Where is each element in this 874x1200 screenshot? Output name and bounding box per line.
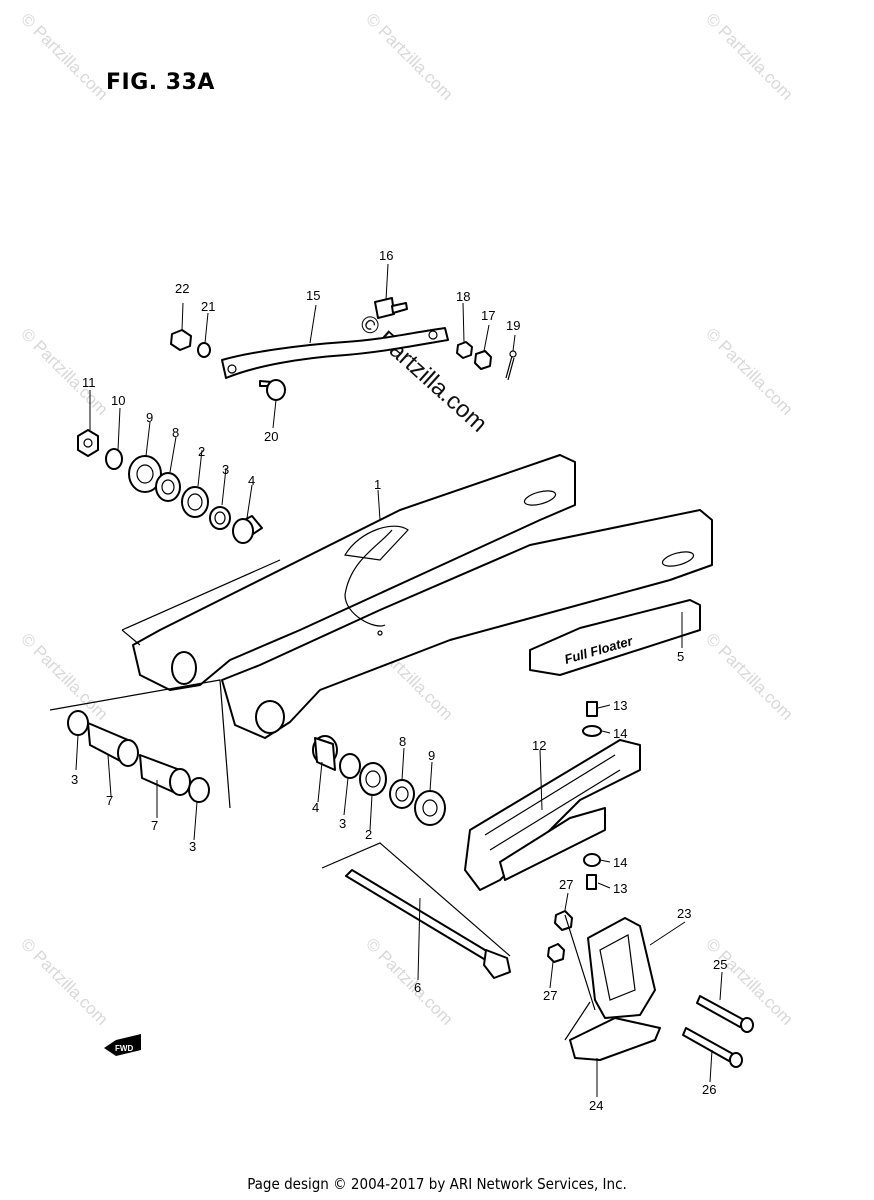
nut-11	[77, 429, 99, 457]
seal-3-left-lower-b	[188, 777, 210, 803]
nut-17	[474, 350, 492, 370]
forward-arrow-icon: FWD	[104, 1034, 141, 1056]
swingarm-1	[132, 454, 713, 739]
nut-14-lower	[583, 853, 601, 867]
callout-label: 27	[559, 877, 573, 892]
guide-23	[587, 917, 656, 1019]
callout-label: 12	[532, 738, 546, 753]
callout-label: 14	[613, 855, 627, 870]
seal-3-left-lower-a	[67, 710, 89, 736]
callout-label: 27	[543, 988, 557, 1003]
callout-label: 15	[306, 288, 320, 303]
nut-18	[456, 341, 473, 359]
callout-label: 7	[106, 793, 113, 808]
washer-10	[105, 448, 123, 470]
watermark: © Partzilla.com	[702, 9, 796, 103]
bearing-4-right	[312, 735, 338, 771]
figure-title: FIG. 33A	[106, 70, 215, 95]
callout-label: 21	[201, 299, 215, 314]
bolt-13-lower	[586, 874, 597, 890]
callout-label: 24	[589, 1098, 603, 1113]
watermark: © Partzilla.com	[702, 629, 796, 723]
callout-label: 14	[613, 726, 627, 741]
callout-label: 6	[414, 980, 421, 995]
callout-label: 3	[339, 816, 346, 831]
spacer-2	[181, 486, 209, 518]
seal-3-left-upper	[209, 506, 231, 530]
callout-label: 9	[146, 410, 153, 425]
decal-5: Full Floater	[529, 599, 701, 676]
leader-lines	[75, 263, 723, 1097]
callout-label: 10	[111, 393, 125, 408]
assembly-lines	[49, 559, 596, 1041]
watermark: © Partzilla.com	[17, 9, 111, 103]
washer-8-right	[389, 779, 415, 809]
callout-label: 3	[222, 462, 229, 477]
page-footer: Page design © 2004-2017 by ARI Network S…	[247, 1175, 627, 1193]
callout-label: 7	[151, 818, 158, 833]
callout-label: 3	[189, 839, 196, 854]
callout-label: 16	[379, 248, 393, 263]
bolt-16	[374, 297, 408, 319]
watermark: © Partzilla.com	[362, 9, 456, 103]
callout-label: 2	[365, 827, 372, 842]
nut-27-lower	[547, 943, 565, 963]
seal-9-right	[414, 790, 446, 826]
pivot-shaft-6	[345, 869, 511, 979]
callout-label: 23	[677, 906, 691, 921]
callout-label: 9	[428, 748, 435, 763]
spacer-2-right	[359, 762, 387, 796]
guard-24	[569, 1017, 661, 1061]
collar-7a	[87, 722, 139, 767]
callout-label: 19	[506, 318, 520, 333]
callout-label: 13	[613, 881, 627, 896]
callout-label: 11	[82, 375, 96, 390]
bearing-4-left	[232, 515, 263, 544]
callout-label: 2	[198, 444, 205, 459]
callout-label: 4	[248, 473, 255, 488]
bolt-25	[696, 995, 754, 1033]
cotter-pin-19	[505, 350, 517, 381]
callout-label: 17	[481, 308, 495, 323]
seal-9	[128, 455, 162, 493]
callout-label: 5	[677, 649, 684, 664]
callout-label: 13	[613, 698, 627, 713]
bolt-26	[682, 1027, 743, 1068]
seal-3-right	[339, 753, 361, 779]
fwd-label: FWD	[115, 1044, 133, 1053]
bolt-20	[259, 379, 286, 401]
callout-label: 22	[175, 281, 189, 296]
chain-slider-12	[464, 739, 641, 891]
torque-rod-15	[221, 327, 449, 379]
watermark-center: © Partzilla.com	[354, 309, 492, 437]
callout-labels: 1 2 3 4 8 9 10 11 5 22 21 15 16 18 17 19…	[71, 248, 727, 1113]
watermark: © Partzilla.com	[17, 934, 111, 1028]
callout-label: 3	[71, 772, 78, 787]
callout-label: 26	[702, 1082, 716, 1097]
callout-label: 25	[713, 957, 727, 972]
watermark: © Partzilla.com	[17, 629, 111, 723]
nut-14-upper	[582, 725, 602, 737]
watermark: © Partzilla.com	[702, 324, 796, 418]
callout-label: 8	[399, 734, 406, 749]
callout-label: 18	[456, 289, 470, 304]
callout-label: 4	[312, 800, 319, 815]
callout-label: 8	[172, 425, 179, 440]
watermark: © Partzilla.com	[362, 934, 456, 1028]
callout-label: 20	[264, 429, 278, 444]
collar-7b	[139, 754, 191, 796]
washer-8	[155, 472, 181, 502]
callout-label: 1	[374, 477, 381, 492]
bolt-13-upper	[586, 701, 598, 717]
watermark: © Partzilla.com	[17, 324, 111, 418]
nut-22	[170, 329, 192, 351]
washer-21	[197, 342, 211, 358]
